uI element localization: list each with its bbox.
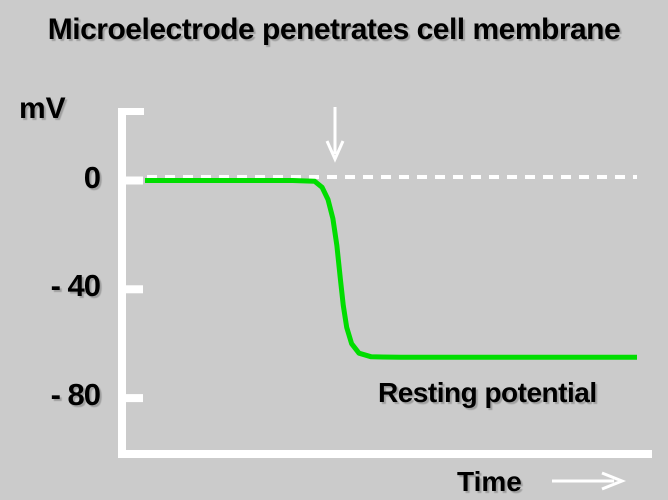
- y-axis-label: mV: [19, 92, 66, 125]
- y-axis-line: [118, 108, 126, 458]
- y-tick-mark-0: [126, 176, 143, 185]
- y-tick-label-0: 0: [83, 159, 101, 195]
- y-tick-mark-minus40: [126, 285, 143, 294]
- time-right-arrow-icon: [552, 471, 627, 491]
- resting-potential-annotation: Resting potential: [378, 377, 597, 408]
- y-tick-label-minus80: - 80: [50, 377, 101, 413]
- y-tick-label-minus40: - 40: [50, 268, 101, 304]
- y-axis-top-cap-tick: [126, 108, 144, 115]
- right-arrow-head: [601, 471, 627, 491]
- penetration-down-arrow-icon: [325, 107, 345, 163]
- y-tick-mark-minus80: [126, 394, 143, 403]
- x-axis-line: [118, 450, 652, 458]
- down-arrow-head: [325, 140, 345, 163]
- membrane-potential-curve: [145, 178, 637, 360]
- page-title: Microelectrode penetrates cell membrane: [47, 13, 621, 46]
- x-axis-label: Time: [457, 466, 522, 497]
